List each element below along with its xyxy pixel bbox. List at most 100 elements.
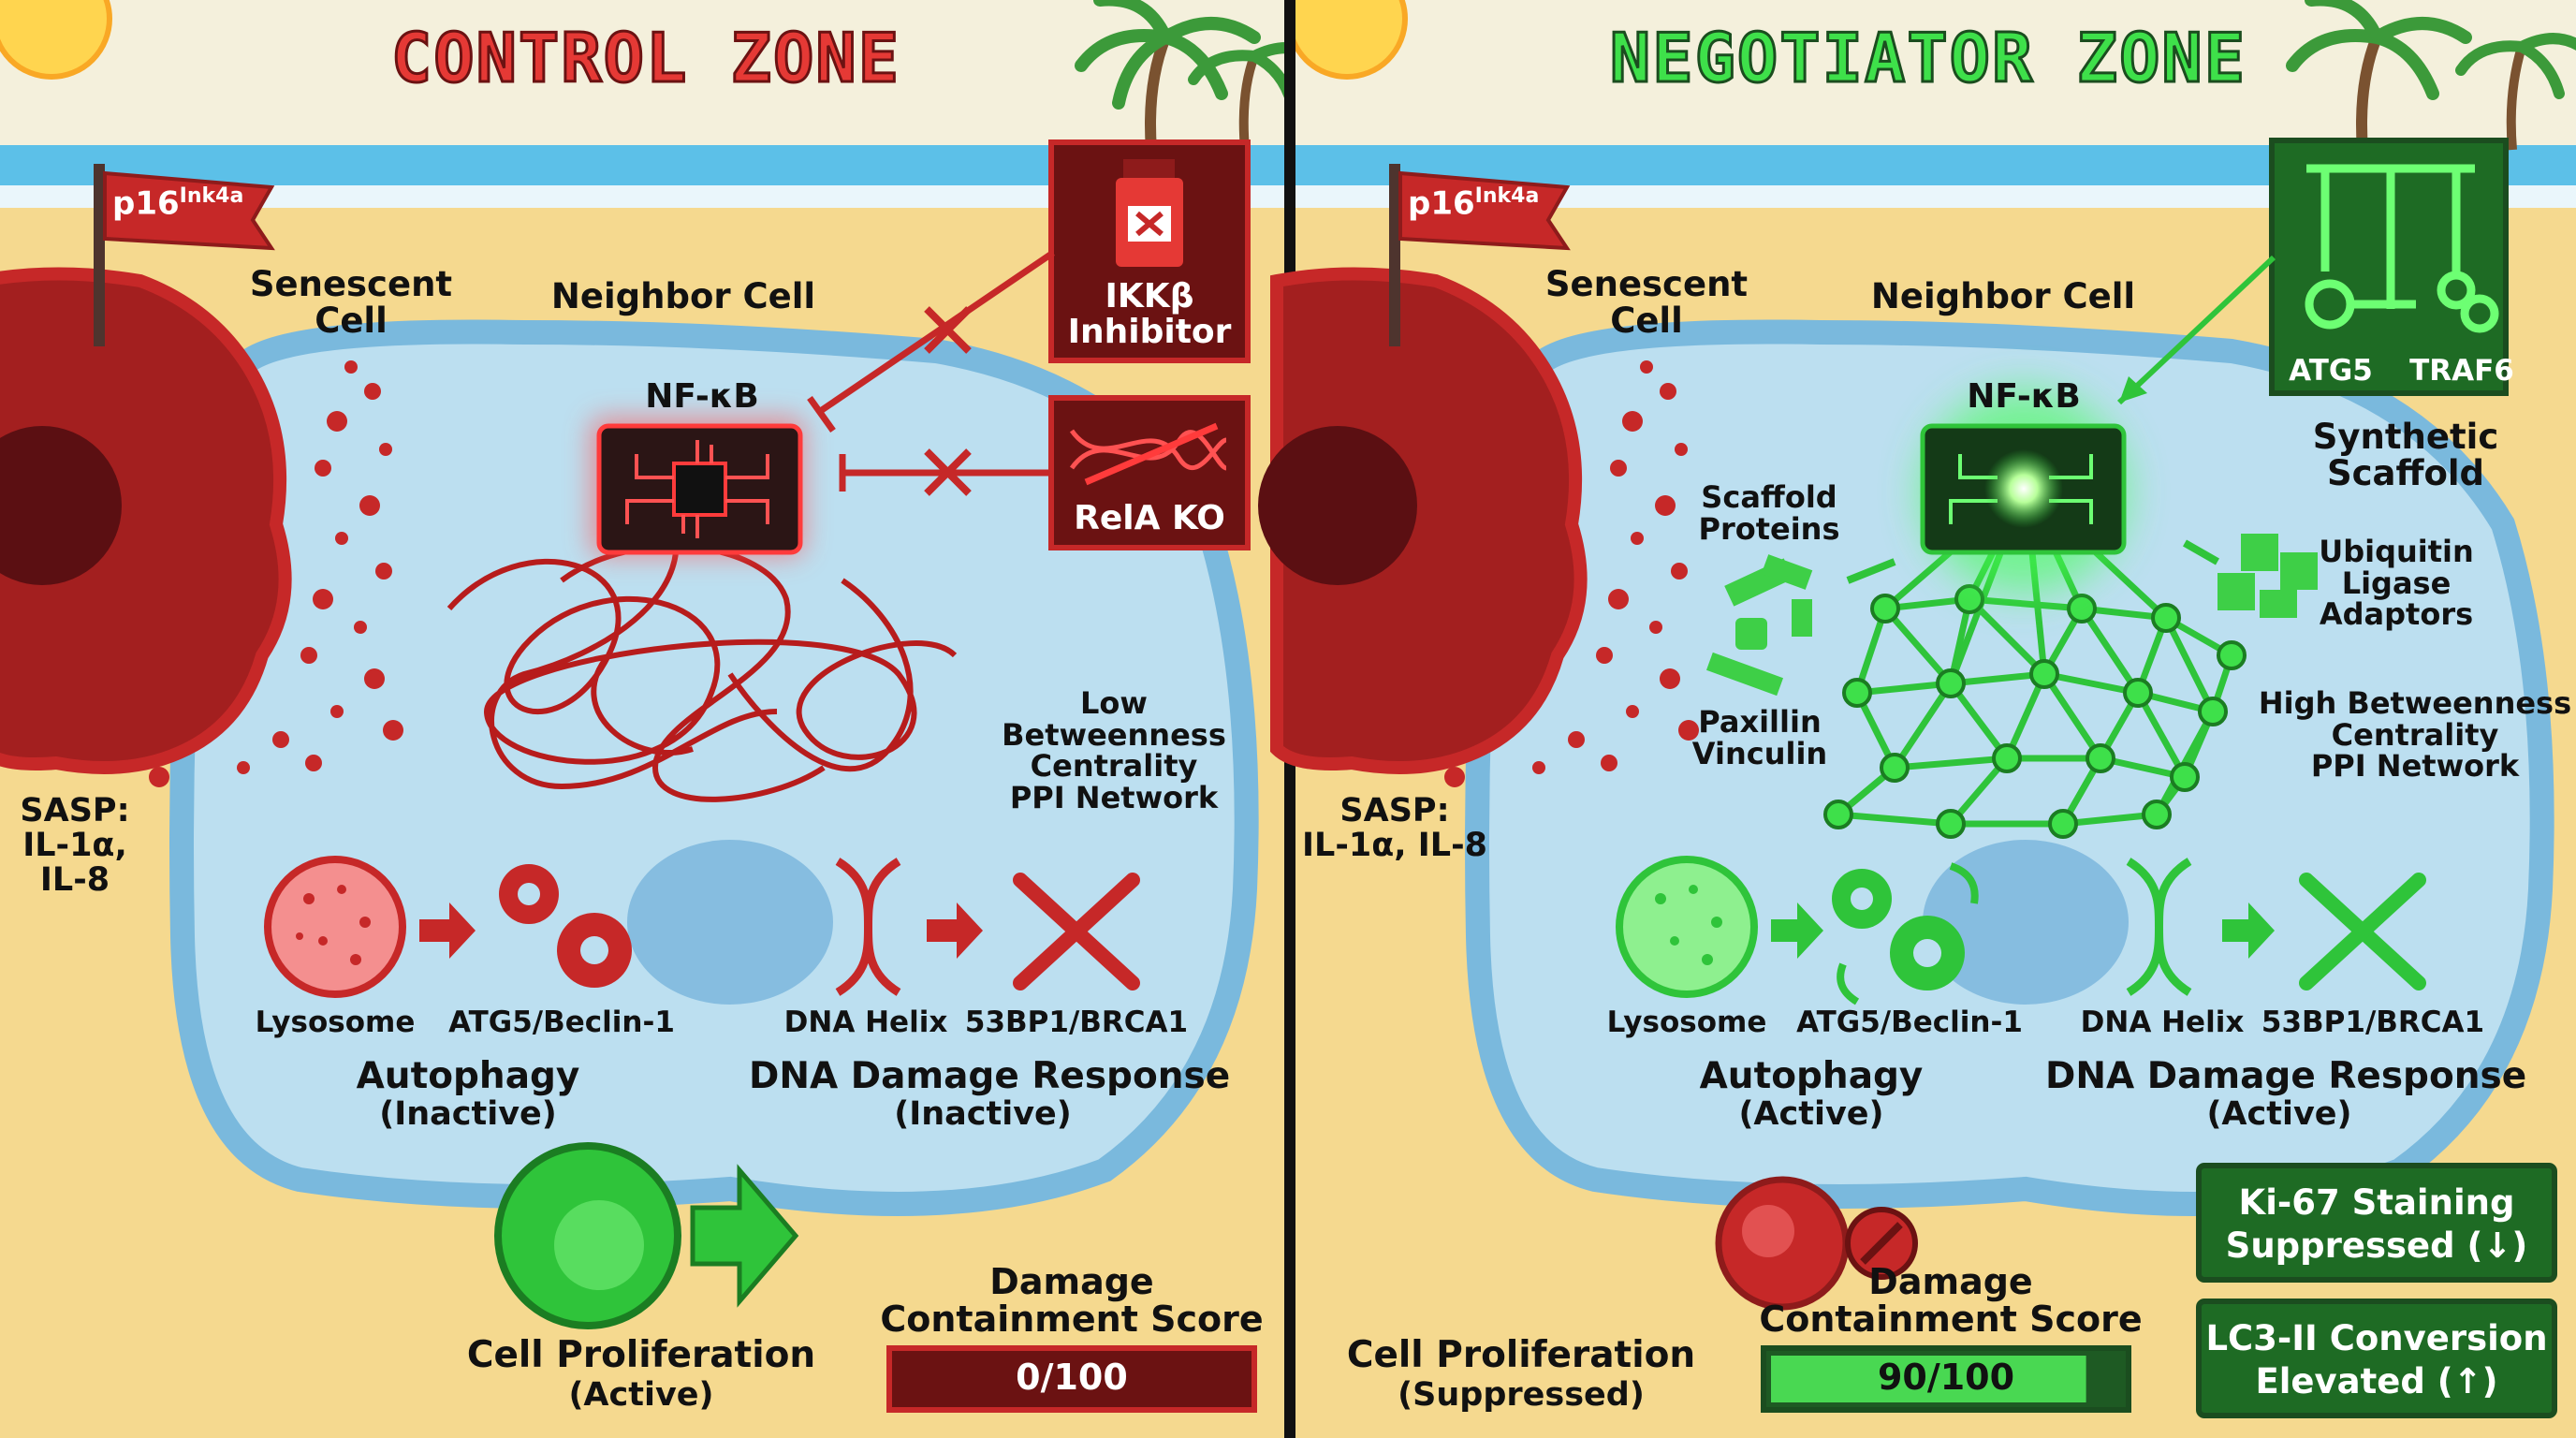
inhibitor-box: [1048, 139, 1251, 363]
sasp-particle: [1610, 460, 1627, 477]
dna-helix-icon: [2126, 858, 2192, 996]
sasp-particle: [335, 532, 348, 545]
nucleus: [627, 840, 833, 1005]
autophagy-state: (Inactive): [379, 1095, 557, 1133]
senescent-cell: [1270, 267, 1588, 774]
repair-tools-icon: [2299, 873, 2426, 990]
neighbor-cell-label: Neighbor Cell: [1870, 276, 2136, 316]
stop-icon: [1845, 1207, 1918, 1280]
scaffold-proteins-label: Scaffold Proteins: [1698, 479, 1840, 547]
ddr-label: DNA Damage Response: [749, 1055, 1231, 1097]
proliferation-state: (Active): [568, 1376, 714, 1414]
palm-tree-icon: [2286, 0, 2576, 151]
ppi-node: [1870, 594, 1900, 624]
control-artwork: [0, 267, 1259, 1216]
sasp-particle: [1655, 495, 1676, 516]
arrow-icon: [419, 902, 476, 959]
sasp-particle: [344, 360, 358, 374]
sasp-particle: [1626, 705, 1639, 718]
sasp-particle: [1649, 621, 1662, 634]
sasp-particle: [1660, 383, 1676, 400]
sasp-particle: [305, 755, 322, 771]
sasp-particles: [149, 360, 1699, 787]
traf6-label: TRAF6: [2409, 354, 2514, 388]
ppi-edge: [2042, 672, 2103, 760]
drug-vial-icon: [1116, 159, 1183, 267]
dna-knockout-icon: [1069, 422, 1228, 486]
tangled-network: [446, 523, 958, 802]
sasp-particle: [364, 383, 381, 400]
ppi-node: [2217, 640, 2247, 670]
lysosome-icon: [264, 856, 406, 998]
link-line: [1846, 539, 2219, 584]
ppi-node: [2198, 697, 2228, 726]
senescent-cell-label: Senescent Cell: [1544, 264, 1749, 341]
arrow-icon: [927, 902, 983, 959]
atg-label: ATG5/Beclin-1: [1796, 1005, 2023, 1039]
sasp-particle: [1631, 532, 1644, 545]
autophagy-label: Autophagy: [1699, 1055, 1924, 1097]
control-title: CONTROL ZONE: [389, 19, 901, 97]
ppi-node: [1936, 809, 1966, 839]
neighbor-cell: [169, 319, 1259, 1216]
sky: [0, 0, 1284, 150]
sasp-particle: [327, 411, 347, 432]
scaffold-icon: [2305, 164, 2499, 333]
sasp-particle: [1622, 411, 1643, 432]
synthetic-scaffold-label: Synthetic Scaffold: [2312, 417, 2499, 493]
lysosome-label: Lysosome: [255, 1005, 416, 1039]
nf-kb-chip-icon: [596, 423, 803, 555]
senescent-cell: [0, 267, 292, 774]
ppi-node: [1823, 800, 1853, 829]
lc3-box: [2196, 1299, 2557, 1418]
lysosome-label: Lysosome: [1606, 1005, 1767, 1039]
nf-kb-label: NF-κB: [645, 377, 759, 416]
scaffold-proteins-icon: [1705, 554, 1813, 697]
senescent-nucleus: [1258, 426, 1417, 585]
ppi-node: [2048, 809, 2078, 839]
sasp-particle: [1568, 731, 1585, 748]
sasp-particle: [1608, 589, 1629, 609]
network-label: High Betweenness Centrality PPI Network: [2258, 685, 2572, 785]
flag-label: p16Ink4a: [112, 184, 244, 223]
ppi-node: [2029, 659, 2059, 689]
ppi-edge: [2134, 691, 2188, 779]
ppi-edge: [2079, 607, 2141, 695]
ppi-network: [1823, 484, 2247, 839]
ppi-edge: [1892, 682, 1954, 770]
ppi-edge: [2162, 616, 2217, 713]
ppi-node: [1954, 584, 1984, 614]
dna-helix-label: DNA Helix: [2080, 1005, 2245, 1039]
autophagy-label: Autophagy: [356, 1055, 580, 1097]
ppi-node: [1992, 743, 2022, 773]
lysosome-icon: [1616, 856, 1758, 998]
senescent-cell-label: Senescent Cell: [249, 264, 453, 341]
flag-icon: [1389, 164, 1571, 346]
nf-kb-label: NF-κB: [1967, 377, 2081, 416]
repair-tools-icon: [1013, 873, 1140, 990]
sasp-label: SASP: IL-1α, IL-8: [1302, 792, 1487, 864]
flag-label: p16Ink4a: [1408, 184, 1540, 223]
ubiquitin-adaptor-icon: [2217, 534, 2318, 618]
arrow-icon: [1771, 902, 1823, 959]
sasp-particle: [300, 647, 317, 664]
sasp-particle: [354, 621, 367, 634]
arrow-line: [2116, 255, 2276, 405]
sasp-particle: [379, 443, 392, 456]
senescent-nucleus: [0, 426, 122, 585]
sasp-particle: [315, 460, 331, 477]
sasp-particle: [149, 767, 169, 787]
sasp-particle: [359, 495, 380, 516]
proliferation-label: Cell Proliferation: [1346, 1334, 1696, 1376]
flag-icon: [94, 164, 275, 346]
sasp-particle: [313, 589, 333, 609]
ppi-node: [2170, 762, 2200, 792]
ppi-edge: [2043, 670, 2139, 697]
palm-tree-icon: [1075, 0, 1325, 151]
ppi-node: [1842, 678, 1872, 708]
nf-kb-chip-icon: [1920, 423, 2127, 555]
ppi-node: [2086, 743, 2115, 773]
gears-icon: [1832, 862, 1979, 1005]
